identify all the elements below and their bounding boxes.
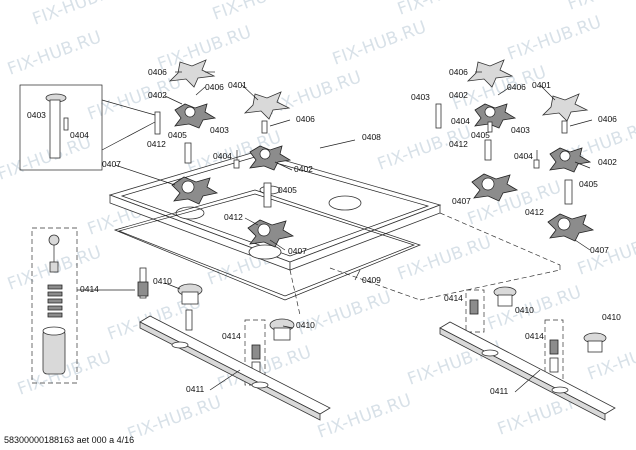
gas-valve-right-left bbox=[465, 286, 517, 333]
burner-body-front-left bbox=[171, 176, 219, 205]
label-0406: 0406 bbox=[449, 67, 468, 77]
gas-manifold-left bbox=[139, 315, 331, 421]
label-0404: 0404 bbox=[451, 116, 470, 126]
label-0402: 0402 bbox=[148, 90, 167, 100]
burner-cap-top-right bbox=[243, 91, 291, 120]
label-0406: 0406 bbox=[205, 82, 224, 92]
burner-body-right-center bbox=[549, 147, 592, 173]
burner-body-front-right bbox=[247, 219, 295, 248]
watermark-text: FIX-HUB.RU bbox=[505, 12, 604, 64]
watermark-text: FIX-HUB.RU bbox=[565, 0, 636, 15]
label-0414: 0414 bbox=[80, 284, 99, 294]
label-0406: 0406 bbox=[296, 114, 315, 124]
watermark-text: FIX-HUB.RU bbox=[5, 27, 104, 79]
label-0401: 0401 bbox=[532, 80, 551, 90]
label-0411: 0411 bbox=[490, 386, 509, 396]
label-0405: 0405 bbox=[278, 185, 297, 195]
ignition-electrodes bbox=[184, 120, 272, 208]
label-0414: 0414 bbox=[222, 331, 241, 341]
label-0410: 0410 bbox=[515, 305, 534, 315]
label-0404: 0404 bbox=[514, 151, 533, 161]
label-0402: 0402 bbox=[598, 157, 617, 167]
watermark-text: FIX-HUB.RU bbox=[0, 132, 94, 184]
label-0412: 0412 bbox=[525, 207, 544, 217]
label-0414: 0414 bbox=[444, 293, 463, 303]
label-0407: 0407 bbox=[102, 159, 121, 169]
label-0401: 0401 bbox=[228, 80, 247, 90]
label-0412: 0412 bbox=[224, 212, 243, 222]
label-0412: 0412 bbox=[449, 139, 468, 149]
label-0410: 0410 bbox=[602, 312, 621, 322]
watermark-text: FIX-HUB.RU bbox=[395, 232, 494, 284]
callout-labels: 0406 0401 0402 0406 0406 0403 0404 0405 … bbox=[27, 67, 621, 396]
burner-cap-top-left bbox=[168, 59, 216, 88]
inset-box-electrode bbox=[19, 84, 161, 171]
label-0403: 0403 bbox=[27, 110, 46, 120]
label-0405: 0405 bbox=[471, 130, 490, 140]
burner-cap-right-top-left bbox=[466, 59, 514, 88]
label-0410: 0410 bbox=[296, 320, 315, 330]
watermark-text: FIX-HUB.RU bbox=[330, 17, 429, 69]
label-0406: 0406 bbox=[507, 82, 526, 92]
label-0402: 0402 bbox=[449, 90, 468, 100]
label-0409: 0409 bbox=[362, 275, 381, 285]
label-0405: 0405 bbox=[579, 179, 598, 189]
burner-body-right-left bbox=[474, 103, 517, 129]
assembly-guide-lines bbox=[289, 212, 561, 316]
burner-cap-right-top-right bbox=[541, 93, 589, 122]
label-0407: 0407 bbox=[452, 196, 471, 206]
label-0412: 0412 bbox=[147, 139, 166, 149]
label-0411: 0411 bbox=[186, 384, 205, 394]
cooktop-tray bbox=[108, 151, 442, 271]
watermark-text: FIX-HUB.RU bbox=[85, 72, 184, 124]
tray-gasket bbox=[113, 189, 422, 301]
label-0404: 0404 bbox=[213, 151, 232, 161]
label-0414: 0414 bbox=[525, 331, 544, 341]
burner-body-center bbox=[249, 145, 292, 171]
label-0402: 0402 bbox=[294, 164, 313, 174]
gas-valve-center bbox=[244, 318, 295, 386]
label-0406: 0406 bbox=[598, 114, 617, 124]
footer-code: 58300000188163 aet 000 a 4/16 bbox=[4, 435, 134, 445]
watermark-text: FIX-HUB.RU bbox=[295, 287, 394, 339]
inset-box-valve-parts bbox=[31, 227, 135, 384]
watermark-text: FIX-HUB.RU bbox=[125, 392, 224, 444]
gas-manifold-right bbox=[439, 321, 616, 421]
watermark-text: FIX-HUB.RU bbox=[30, 0, 129, 30]
burner-body-right-front-left bbox=[471, 173, 519, 202]
label-0403: 0403 bbox=[511, 125, 530, 135]
label-0403: 0403 bbox=[411, 92, 430, 102]
label-0405: 0405 bbox=[168, 130, 187, 140]
gas-valve-right-right bbox=[544, 319, 607, 381]
label-0406: 0406 bbox=[148, 67, 167, 77]
watermark-text: FIX-HUB.RU bbox=[315, 390, 414, 442]
right-electrodes bbox=[435, 103, 573, 205]
burner-body-right-front-right bbox=[547, 213, 595, 242]
label-0407: 0407 bbox=[288, 246, 307, 256]
watermark-text: FIX-HUB.RU bbox=[210, 0, 309, 25]
label-0403: 0403 bbox=[210, 125, 229, 135]
label-0408: 0408 bbox=[362, 132, 381, 142]
label-0407: 0407 bbox=[590, 245, 609, 255]
gas-valve-left bbox=[137, 267, 203, 331]
label-0410: 0410 bbox=[153, 276, 172, 286]
burner-body-left bbox=[174, 103, 217, 129]
watermark-text: FIX-HUB.RU bbox=[395, 0, 494, 20]
leader-lines bbox=[114, 71, 593, 393]
watermark-text: FIX-HUB.RU bbox=[155, 22, 254, 74]
label-0404: 0404 bbox=[70, 130, 89, 140]
